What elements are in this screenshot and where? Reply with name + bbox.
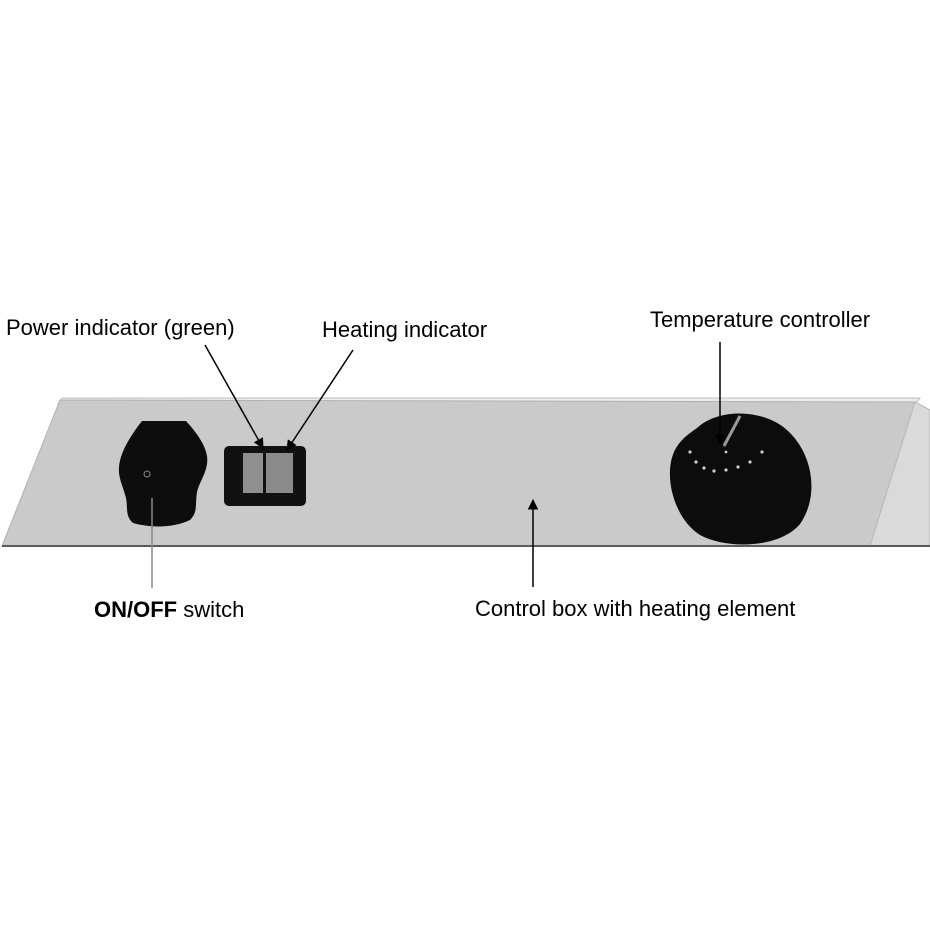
on-off-switch-label-text: switch (177, 597, 245, 622)
temperature-controller-knob[interactable] (669, 413, 812, 545)
switch-body (118, 421, 208, 527)
on-off-switch-label-bold: ON/OFF (94, 597, 178, 622)
knob-body (669, 413, 812, 545)
indicator-housing (224, 446, 306, 506)
heating-indicator-label: Heating indicator (322, 317, 488, 342)
on-off-switch[interactable] (118, 421, 208, 527)
heating-indicator-arrow (286, 349, 354, 451)
power-indicator-lamp (243, 453, 263, 493)
knob-pointer (722, 415, 742, 447)
indicator-lamps (224, 446, 306, 506)
power-indicator-arrow (204, 344, 264, 449)
panel-side (869, 401, 930, 547)
temperature-controller-label: Temperature controller (650, 307, 871, 332)
switch-o-mark (143, 470, 151, 478)
callout-arrows (151, 342, 726, 588)
knob-scale-marks (688, 450, 764, 473)
power-indicator-label: Power indicator (green) (6, 315, 235, 340)
on-off-switch-label: ON/OFF switch (94, 597, 244, 623)
control-box-label: Control box with heating element (475, 596, 796, 621)
heating-indicator-lamp (266, 453, 293, 493)
